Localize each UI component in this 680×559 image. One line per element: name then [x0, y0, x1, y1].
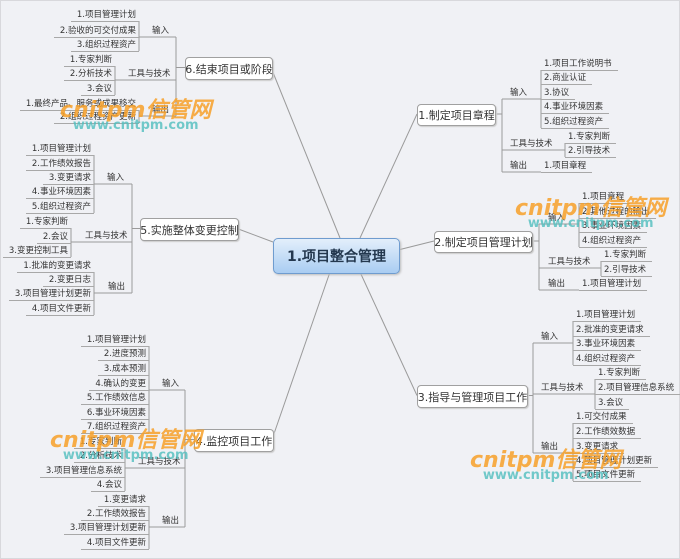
integrated-change-control-outputs-item[interactable]: 4.项目文件更新 [25, 303, 94, 316]
develop-pm-plan-tools-techniques-item[interactable]: 2.引导技术 [601, 264, 653, 277]
direct-manage-work-tools-techniques-item[interactable]: 1.专家判断 [595, 367, 647, 380]
develop-pm-plan-inputs-item[interactable]: 4.组织过程资产 [579, 235, 648, 248]
close-project-inputs-item[interactable]: 1.项目管理计划 [70, 9, 139, 22]
branch-integrated-change-control[interactable]: 5.实施整体变更控制 [140, 218, 239, 241]
branch-develop-pm-plan[interactable]: 2.制定项目管理计划 [434, 231, 533, 253]
center-link-monitor-control-work [271, 271, 331, 440]
develop-charter-inputs-item[interactable]: 1.项目工作说明书 [541, 58, 618, 71]
integrated-change-control-outputs-item[interactable]: 3.项目管理计划更新 [8, 288, 94, 301]
monitor-control-work-inputs-item[interactable]: 5.工作绩效信息 [80, 392, 149, 405]
develop-pm-plan-inputs-label[interactable]: 输入 [548, 213, 566, 223]
close-project-outputs-item[interactable]: 1.最终产品、服务或成果移交 [19, 98, 139, 111]
center-link-close-project [270, 67, 341, 239]
integrated-change-control-inputs-item[interactable]: 5.组织过程资产 [25, 201, 94, 214]
integrated-change-control-tools-techniques-item[interactable]: 1.专家判断 [19, 216, 71, 229]
close-project-tools-techniques-item[interactable]: 2.分析技术 [63, 68, 115, 81]
direct-manage-work-inputs-item[interactable]: 1.项目管理计划 [573, 309, 642, 322]
close-project-inputs-item[interactable]: 3.组织过程资产 [70, 39, 139, 52]
direct-manage-work-outputs-item[interactable]: 3.变更请求 [573, 441, 625, 454]
close-project-tools-techniques-item[interactable]: 1.专家判断 [63, 54, 115, 67]
close-project-tools-techniques-label[interactable]: 工具与技术 [128, 69, 171, 79]
center-link-develop-pm-plan [397, 240, 435, 251]
integrated-change-control-tools-techniques-item[interactable]: 3.变更控制工具 [2, 245, 71, 258]
integrated-change-control-tools-techniques-item[interactable]: 2.会议 [36, 231, 71, 244]
close-project-inputs-label[interactable]: 输入 [152, 26, 170, 36]
direct-manage-work-outputs-item[interactable]: 4.项目管理计划更新 [573, 455, 659, 468]
branch-develop-charter[interactable]: 1.制定项目章程 [417, 104, 496, 126]
close-project-inputs-item[interactable]: 2.验收的可交付成果 [53, 25, 139, 38]
integrated-change-control-inputs-item[interactable]: 4.事业环境因素 [25, 186, 94, 199]
integrated-change-control-outputs-item[interactable]: 1.批准的变更请求 [17, 260, 94, 273]
direct-manage-work-tools-techniques-item[interactable]: 3.会议 [595, 397, 630, 410]
develop-charter-inputs-item[interactable]: 4.事业环境因素 [541, 101, 610, 114]
develop-pm-plan-outputs-label[interactable]: 输出 [548, 279, 566, 289]
integrated-change-control-inputs-label[interactable]: 输入 [107, 173, 125, 183]
monitor-control-work-tools-techniques-item[interactable]: 3.项目管理信息系统 [39, 465, 125, 478]
branch-monitor-control-work[interactable]: 4.监控项目工作 [194, 429, 274, 452]
monitor-control-work-tools-techniques-item[interactable]: 1.专家判断 [73, 436, 125, 449]
monitor-control-work-inputs-item[interactable]: 2.进度预测 [97, 348, 149, 361]
monitor-control-work-outputs-item[interactable]: 4.项目文件更新 [80, 537, 149, 550]
monitor-control-work-inputs-item[interactable]: 7.组织过程资产 [80, 421, 149, 434]
monitor-control-work-outputs-item[interactable]: 1.变更请求 [97, 494, 149, 507]
monitor-control-work-inputs-label[interactable]: 输入 [162, 379, 180, 389]
develop-pm-plan-tools-techniques-item[interactable]: 1.专家判断 [601, 249, 653, 262]
monitor-control-work-tools-techniques-label[interactable]: 工具与技术 [138, 457, 181, 467]
direct-manage-work-outputs-item[interactable]: 5.项目文件更新 [573, 469, 642, 482]
integrated-change-control-inputs-item[interactable]: 1.项目管理计划 [25, 143, 94, 156]
monitor-control-work-tools-techniques-item[interactable]: 4.会议 [90, 479, 125, 492]
monitor-control-work-tools-techniques-item[interactable]: 2.分析技术 [73, 450, 125, 463]
close-project-tools-techniques-item[interactable]: 3.会议 [80, 83, 115, 96]
direct-manage-work-tools-techniques-label[interactable]: 工具与技术 [541, 383, 584, 393]
develop-charter-outputs-label[interactable]: 输出 [510, 161, 528, 171]
develop-charter-inputs-item[interactable]: 5.组织过程资产 [541, 116, 610, 129]
integrated-change-control-inputs-item[interactable]: 2.工作绩效报告 [25, 158, 94, 171]
direct-manage-work-inputs-label[interactable]: 输入 [541, 332, 559, 342]
develop-charter-tools-techniques-label[interactable]: 工具与技术 [510, 139, 553, 149]
monitor-control-work-outputs-item[interactable]: 2.工作绩效报告 [80, 508, 149, 521]
develop-pm-plan-inputs-item[interactable]: 3.事业环境因素 [579, 220, 648, 233]
direct-manage-work-outputs-label[interactable]: 输出 [541, 442, 559, 452]
develop-pm-plan-outputs-item[interactable]: 1.项目管理计划 [579, 278, 648, 291]
integrated-change-control-tools-techniques-label[interactable]: 工具与技术 [85, 231, 128, 241]
integrated-change-control-outputs-label[interactable]: 输出 [108, 282, 126, 292]
develop-charter-inputs-label[interactable]: 输入 [510, 88, 528, 98]
integrated-change-control-outputs-item[interactable]: 2.变更日志 [42, 274, 94, 287]
monitor-control-work-inputs-item[interactable]: 6.事业环境因素 [80, 407, 149, 420]
center-link-develop-charter [359, 113, 418, 239]
integrated-change-control-inputs-item[interactable]: 3.变更请求 [42, 172, 94, 185]
monitor-control-work-outputs-item[interactable]: 3.项目管理计划更新 [63, 522, 149, 535]
direct-manage-work-tools-techniques-item[interactable]: 2.项目管理信息系统 [595, 382, 680, 395]
branch-close-project[interactable]: 6.结束项目或阶段 [185, 57, 273, 80]
direct-manage-work-outputs-item[interactable]: 1.可交付成果 [573, 411, 633, 424]
close-project-outputs-label[interactable]: 输出 [152, 105, 170, 115]
monitor-control-work-inputs-item[interactable]: 3.成本预测 [97, 363, 149, 376]
develop-charter-tools-techniques-item[interactable]: 2.引导技术 [565, 145, 617, 158]
central-topic[interactable]: 1.项目整合管理 [273, 238, 400, 274]
direct-manage-work-inputs-item[interactable]: 3.事业环境因素 [573, 338, 642, 351]
monitor-control-work-inputs-item[interactable]: 4.确认的变更 [89, 378, 149, 391]
direct-manage-work-outputs-item[interactable]: 2.工作绩效数据 [573, 426, 642, 439]
direct-manage-work-inputs-item[interactable]: 4.组织过程资产 [573, 353, 642, 366]
close-project-outputs-item[interactable]: 2.组织过程资产更新 [53, 111, 139, 124]
develop-charter-tools-techniques-item[interactable]: 1.专家判断 [565, 131, 617, 144]
branch-direct-manage-work[interactable]: 3.指导与管理项目工作 [417, 385, 528, 408]
develop-charter-inputs-item[interactable]: 3.协议 [541, 87, 576, 100]
center-link-integrated-change-control [236, 228, 274, 243]
direct-manage-work-inputs-item[interactable]: 2.批准的变更请求 [573, 324, 650, 337]
monitor-control-work-outputs-label[interactable]: 输出 [162, 516, 180, 526]
center-link-direct-manage-work [359, 271, 418, 396]
monitor-control-work-inputs-item[interactable]: 1.项目管理计划 [80, 334, 149, 347]
develop-pm-plan-inputs-item[interactable]: 2.其他过程的输出 [579, 206, 656, 219]
develop-charter-inputs-item[interactable]: 2.商业认证 [541, 72, 593, 85]
develop-pm-plan-tools-techniques-label[interactable]: 工具与技术 [548, 257, 591, 267]
develop-charter-outputs-item[interactable]: 1.项目章程 [541, 160, 593, 173]
develop-pm-plan-inputs-item[interactable]: 1.项目章程 [579, 191, 631, 204]
